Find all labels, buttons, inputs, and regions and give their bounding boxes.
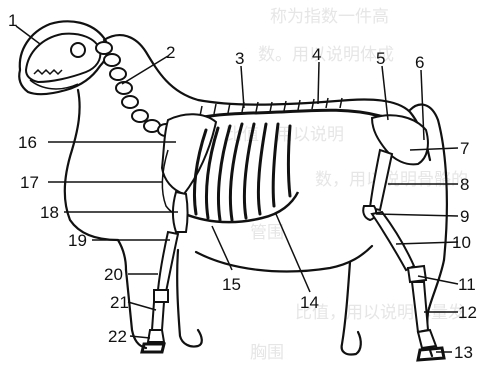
label-5: 5 [376,49,385,68]
leader-line-4 [318,62,319,104]
leader-line-2 [122,56,168,84]
label-19: 19 [68,231,87,250]
cervical-vertebra [110,68,126,80]
watermark-line-7: 胸围 [250,343,284,363]
hind-phalanges [418,330,436,348]
label-16: 16 [18,133,37,152]
foreleg-inner-outline [177,250,202,347]
leader-line-3 [241,66,244,108]
label-11: 11 [458,275,476,294]
leader-line-14 [276,214,310,292]
skull-bone [26,34,100,82]
label-14: 14 [300,293,319,312]
label-12: 12 [458,303,477,322]
cervical-vertebra [116,82,132,94]
label-1: 1 [8,11,17,30]
label-8: 8 [460,175,469,194]
label-9: 9 [460,207,469,226]
label-15: 15 [222,275,241,294]
watermark-line-6: 比值，用以说明体量发 [295,303,465,323]
label-13: 13 [454,343,473,362]
label-17: 17 [20,173,39,192]
tarsus [408,266,426,282]
tibia [372,212,414,270]
label-21: 21 [110,293,129,312]
leader-line-22 [130,336,150,338]
label-2: 2 [166,43,175,62]
label-10: 10 [452,233,471,252]
cervical-vertebra [132,110,148,122]
radius-ulna [158,232,178,292]
label-4: 4 [312,45,321,64]
cervical-vertebra [104,54,120,66]
neck-vertebrae [96,42,174,136]
carpus [154,290,168,302]
cervical-vertebra [122,96,138,108]
eye-socket [71,43,85,57]
label-3: 3 [235,49,244,68]
metacarpus [152,302,164,330]
label-6: 6 [415,53,424,72]
label-22: 22 [108,327,127,346]
label-20: 20 [104,265,123,284]
rib [289,126,291,196]
forelimb [142,192,188,352]
watermark-line-2: 数。用以说明体成 [258,45,394,65]
leader-line-10 [396,242,458,244]
watermark-line-5: 管围 [250,223,284,243]
leader-line-21 [128,302,156,310]
metatarsus [412,282,428,332]
watermark-line-1: 称为指数一件高 [270,7,389,27]
leader-line-5 [382,66,388,120]
label-18: 18 [40,203,59,222]
label-7: 7 [460,139,469,158]
phalanges [148,330,164,342]
watermark-line-3: 比值，用以说明 [225,125,344,145]
cervical-vertebra [96,42,112,54]
